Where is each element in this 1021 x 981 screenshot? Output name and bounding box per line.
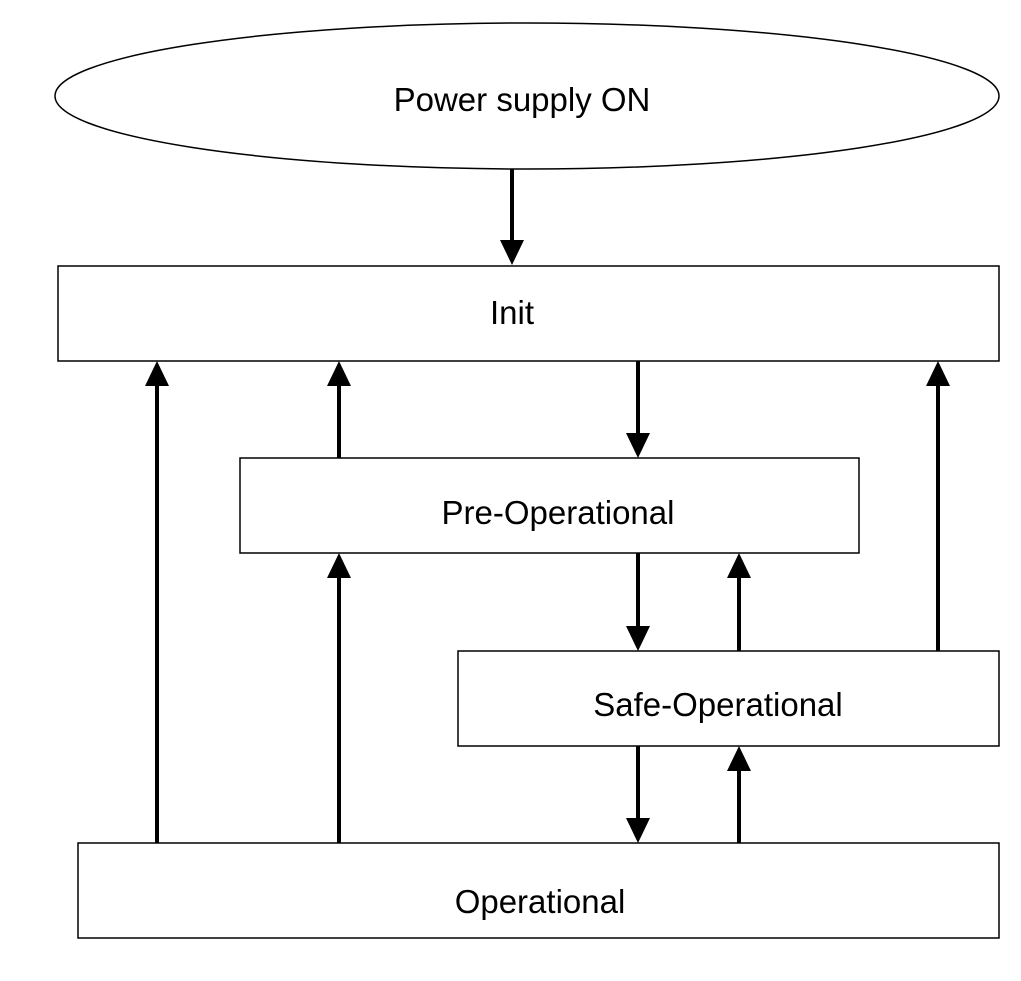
operational-box [77,842,1000,939]
arrow-head [145,361,169,386]
arrow-pre-operational-to-safe-operational [626,553,650,651]
node-pre-operational: Pre-Operational [239,457,860,554]
node-operational: Operational [77,842,1000,939]
power-supply-on-ellipse [54,22,1000,170]
node-init: Init [57,265,1000,362]
arrow-safe-operational-to-pre-operational [727,553,751,651]
operational-label: Operational [455,883,626,920]
safe-operational-box [457,650,1000,747]
pre-operational-label: Pre-Operational [442,494,675,531]
arrow-operational-to-safe-operational [727,746,751,843]
init-label: Init [490,294,534,331]
arrow-init-to-pre-operational [626,361,650,458]
arrow-head [727,553,751,578]
arrow-head [727,746,751,771]
arrow-power-on-to-init [500,169,524,265]
arrow-operational-to-init [145,361,169,843]
arrow-head [327,361,351,386]
pre-operational-box [239,457,860,554]
arrow-pre-operational-to-init [327,361,351,458]
arrow-head [500,240,524,265]
arrow-safe-operational-to-init [926,361,950,651]
arrow-head [926,361,950,386]
arrow-safe-operational-to-operational [626,746,650,843]
safe-operational-label: Safe-Operational [593,686,842,723]
node-safe-operational: Safe-Operational [457,650,1000,747]
arrow-head [626,818,650,843]
node-power-supply-on: Power supply ON [54,22,1000,170]
arrow-head [327,553,351,578]
init-box [57,265,1000,362]
arrow-head [626,433,650,458]
power-supply-on-label: Power supply ON [394,81,651,118]
arrow-head [626,626,650,651]
arrow-operational-to-pre-operational [327,553,351,843]
